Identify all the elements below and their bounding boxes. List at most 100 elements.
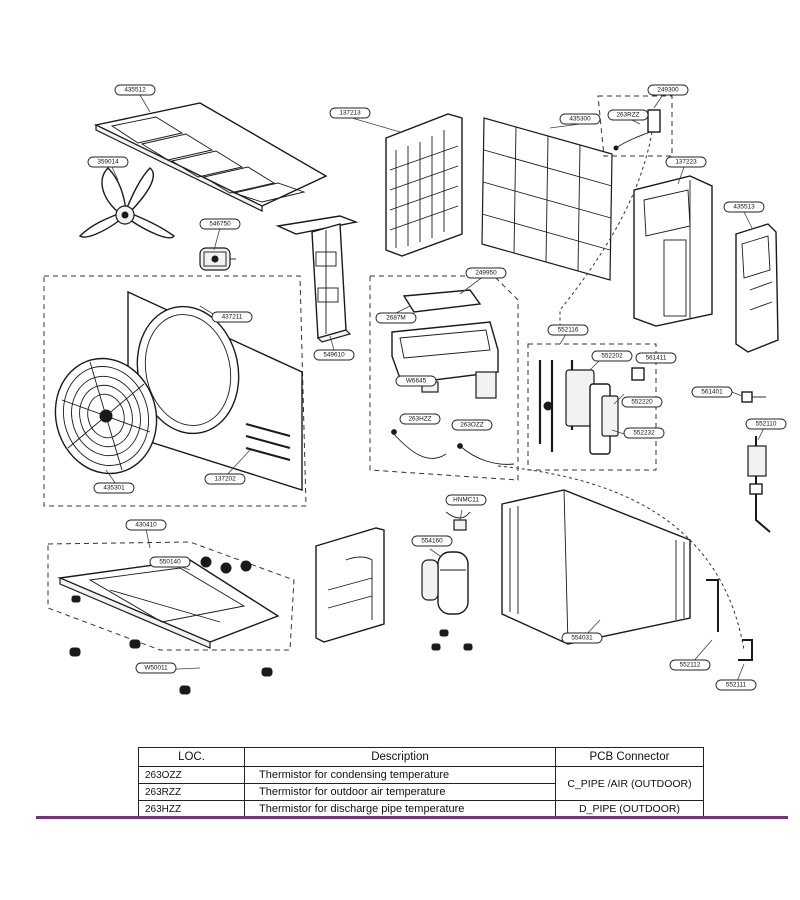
svg-text:550140: 550140 bbox=[159, 559, 181, 566]
callout-552232: 552232 bbox=[623, 427, 665, 439]
partition-panel bbox=[315, 527, 385, 643]
callout-552202: 552202 bbox=[591, 350, 633, 362]
callout-249950: 249950 bbox=[465, 267, 507, 279]
callout-552220: 552220 bbox=[621, 396, 663, 408]
callout-263ozz: 263OZZ bbox=[451, 419, 493, 431]
harness-connector bbox=[445, 511, 471, 531]
legend-row: 263RZZ Thermistor for outdoor air temper… bbox=[138, 783, 704, 801]
svg-text:137202: 137202 bbox=[214, 476, 236, 483]
svg-text:552232: 552232 bbox=[633, 430, 655, 437]
svg-text:554031: 554031 bbox=[571, 635, 593, 642]
svg-text:263HZZ: 263HZZ bbox=[408, 416, 431, 423]
callout-435301: 435301 bbox=[93, 482, 135, 494]
callout-249300: 249300 bbox=[647, 84, 689, 96]
top-cover-panel bbox=[93, 102, 328, 212]
base-pan-group bbox=[47, 541, 295, 695]
callout-hnmc11: HNMC11 bbox=[445, 494, 487, 506]
callout-labels: 435512 137213 435300 249300 263RZZ 13722… bbox=[87, 84, 787, 691]
callout-550140: 550140 bbox=[149, 556, 191, 568]
callout-552116: 552116 bbox=[547, 324, 589, 336]
svg-text:552220: 552220 bbox=[631, 399, 653, 406]
thermistor-holder-group bbox=[597, 95, 673, 157]
callout-435513: 435513 bbox=[723, 201, 765, 213]
svg-text:549610: 549610 bbox=[323, 352, 345, 359]
callout-552112: 552112 bbox=[669, 659, 711, 671]
fan-propeller bbox=[78, 167, 175, 239]
svg-text:552202: 552202 bbox=[601, 353, 623, 360]
legend-row: 263HZZ Thermistor for discharge pipe tem… bbox=[138, 800, 704, 818]
svg-text:435512: 435512 bbox=[124, 87, 146, 94]
callout-2687m: 2687M bbox=[375, 312, 417, 324]
callout-552111: 552111 bbox=[715, 679, 757, 691]
svg-text:359014: 359014 bbox=[97, 159, 119, 166]
callout-137202: 137202 bbox=[204, 473, 246, 485]
callout-561411: 561411 bbox=[635, 352, 677, 364]
callout-435512: 435512 bbox=[114, 84, 156, 96]
svg-text:437211: 437211 bbox=[222, 314, 243, 321]
valve-assembly-group bbox=[527, 343, 657, 471]
condenser-coil bbox=[501, 489, 691, 645]
legend-header-row: LOC. Description PCB Connector bbox=[138, 747, 704, 767]
callout-263rzz: 263RZZ bbox=[607, 109, 649, 121]
svg-text:561401: 561401 bbox=[701, 389, 723, 396]
callout-137213: 137213 bbox=[329, 107, 371, 119]
svg-text:W50011: W50011 bbox=[144, 665, 168, 672]
compressor bbox=[421, 551, 473, 651]
legend-description: Thermistor for outdoor air temperature bbox=[244, 783, 556, 801]
svg-text:430410: 430410 bbox=[135, 522, 157, 529]
svg-text:249950: 249950 bbox=[475, 270, 497, 277]
callout-430410: 430410 bbox=[125, 519, 167, 531]
svg-text:554160: 554160 bbox=[421, 538, 443, 545]
callout-561401: 561401 bbox=[691, 386, 733, 398]
svg-text:435301: 435301 bbox=[103, 485, 125, 492]
pcb-assembly-group bbox=[369, 275, 519, 481]
control-box-cover bbox=[735, 223, 779, 353]
motor-mount-bracket bbox=[275, 215, 359, 343]
fan-motor bbox=[199, 247, 236, 271]
exploded-parts-diagram: 435512 137213 435300 249300 263RZZ 13722… bbox=[43, 84, 787, 695]
footer-divider bbox=[36, 816, 788, 819]
svg-text:263OZZ: 263OZZ bbox=[460, 422, 484, 429]
legend-pcb-connector: C_PIPE /AIR (OUTDOOR) bbox=[555, 766, 704, 801]
callout-w50011: W50011 bbox=[135, 662, 177, 674]
svg-text:263RZZ: 263RZZ bbox=[616, 112, 639, 119]
discharge-fan-guard bbox=[54, 357, 158, 475]
callout-549610: 549610 bbox=[313, 349, 355, 361]
callout-546750: 546750 bbox=[199, 218, 241, 230]
callout-554031: 554031 bbox=[561, 632, 603, 644]
svg-text:137223: 137223 bbox=[675, 159, 697, 166]
callout-554160: 554160 bbox=[411, 535, 453, 547]
callout-137223: 137223 bbox=[665, 156, 707, 168]
legend-header-description: Description bbox=[244, 747, 556, 767]
legend-pcb-connector: D_PIPE (OUTDOOR) bbox=[555, 800, 704, 818]
svg-text:552111: 552111 bbox=[726, 682, 747, 689]
refrigerant-pipes bbox=[497, 131, 753, 661]
svg-text:435513: 435513 bbox=[733, 204, 755, 211]
rear-grille bbox=[385, 113, 463, 257]
side-panel-right bbox=[633, 175, 713, 327]
callout-359014: 359014 bbox=[87, 156, 129, 168]
callout-w6645: W6645 bbox=[395, 375, 437, 387]
wire-guard-net bbox=[481, 117, 613, 281]
legend-description: Thermistor for discharge pipe temperatur… bbox=[244, 800, 556, 818]
svg-text:137213: 137213 bbox=[339, 110, 361, 117]
svg-text:552110: 552110 bbox=[756, 421, 777, 428]
svg-text:W6645: W6645 bbox=[406, 378, 427, 385]
thermistor-legend-table: LOC. Description PCB Connector 263OZZ Th… bbox=[138, 747, 704, 818]
svg-text:561411: 561411 bbox=[646, 355, 667, 362]
svg-text:249300: 249300 bbox=[657, 87, 679, 94]
service-valve-parts bbox=[741, 391, 771, 533]
legend-header-pcb: PCB Connector bbox=[555, 747, 704, 767]
svg-text:HNMC11: HNMC11 bbox=[453, 497, 479, 504]
callout-437211: 437211 bbox=[211, 311, 253, 323]
legend-loc: 263RZZ bbox=[138, 783, 245, 801]
svg-text:546750: 546750 bbox=[209, 221, 231, 228]
legend-loc: 263HZZ bbox=[138, 800, 245, 818]
callout-552110: 552110 bbox=[745, 418, 787, 430]
legend-row: 263OZZ Thermistor for condensing tempera… bbox=[138, 766, 704, 801]
legend-loc: 263OZZ bbox=[138, 766, 245, 784]
svg-text:552112: 552112 bbox=[680, 662, 701, 669]
legend-description: Thermistor for condensing temperature bbox=[244, 766, 556, 784]
svg-text:552116: 552116 bbox=[558, 327, 579, 334]
callout-263hzz: 263HZZ bbox=[399, 413, 441, 425]
